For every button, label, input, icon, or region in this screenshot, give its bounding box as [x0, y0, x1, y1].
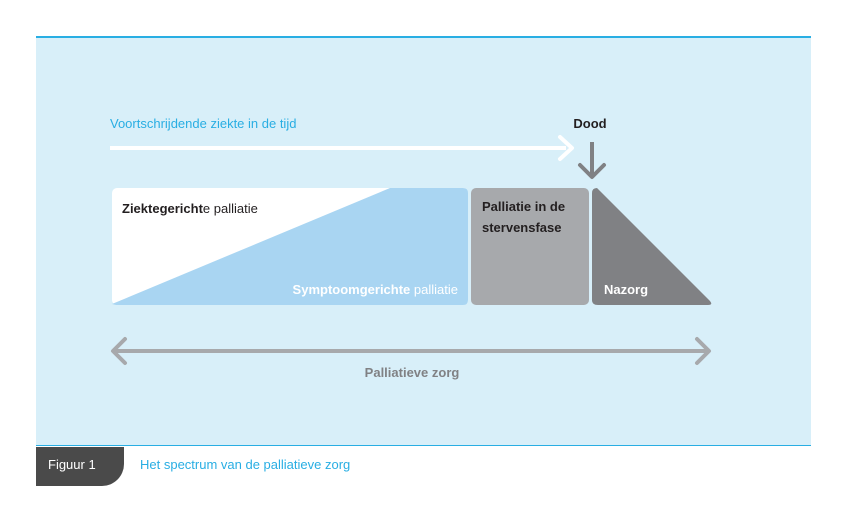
span-arrow-right-head	[695, 337, 711, 365]
disease-directed-label: Ziektegerichte palliatie	[122, 201, 258, 216]
dying-phase-block	[471, 188, 589, 305]
palliative-care-diagram: Voortschrijdende ziekte in de tijd Dood …	[110, 116, 712, 380]
symptom-directed-label: Symptoomgerichte palliatie	[293, 282, 458, 297]
figure-number-tab: Figuur 1	[36, 447, 124, 486]
diagram-panel: Voortschrijdende ziekte in de tijd Dood …	[36, 36, 811, 446]
aftercare-block	[592, 188, 712, 305]
symptom-directed-wedge	[112, 188, 468, 305]
progression-label: Voortschrijdende ziekte in de tijd	[110, 116, 296, 131]
death-arrow-head	[578, 163, 606, 179]
figure-caption-text: Het spectrum van de palliatieve zorg	[140, 457, 351, 472]
aftercare-label: Nazorg	[604, 282, 648, 297]
dying-phase-label-line1: Palliatie in de	[482, 199, 565, 214]
figure-caption: Figuur 1 Het spectrum van de palliatieve…	[36, 447, 736, 486]
death-label: Dood	[573, 116, 606, 131]
span-label: Palliatieve zorg	[365, 365, 460, 380]
progression-arrow-head	[558, 135, 574, 161]
dying-phase-label-line2: stervensfase	[482, 220, 562, 235]
span-arrow-left-head	[111, 337, 127, 365]
